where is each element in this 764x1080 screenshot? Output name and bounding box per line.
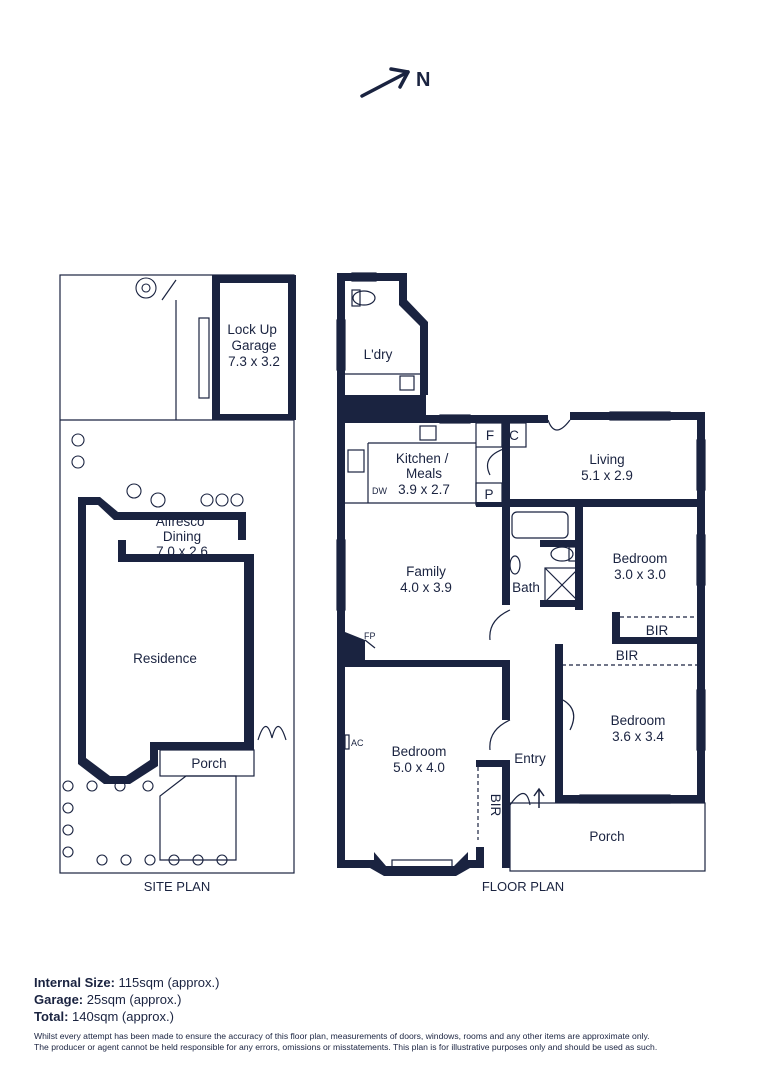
site-boundary [59, 274, 295, 874]
dishwasher-label: DW [372, 486, 387, 496]
bedroom-ne-size: 3.0 x 3.0 [614, 567, 666, 582]
bedroom-w-name: Bedroom [392, 744, 447, 759]
living-name: Living [589, 452, 624, 467]
alfresco-name: Alfresco Dining [156, 514, 209, 544]
shrub-icon [62, 433, 244, 866]
family-name: Family [406, 564, 446, 579]
pantry-label: P [484, 487, 493, 502]
fridge-label: F [486, 428, 494, 443]
garage-size: 7.3 x 3.2 [228, 354, 280, 369]
bir-w-label: BIR [488, 794, 503, 817]
bir-ne-label: BIR [646, 623, 669, 638]
residence-label: Residence [133, 651, 197, 666]
living-size: 5.1 x 2.9 [581, 468, 633, 483]
air-con-label: AC [351, 738, 364, 748]
family-size: 4.0 x 3.9 [400, 580, 452, 595]
entry-label: Entry [514, 751, 546, 766]
disclaimer: Whilst every attempt has been made to en… [34, 1031, 754, 1053]
tree-icon [135, 277, 157, 299]
summary-garage: Garage: 25sqm (approx.) [34, 992, 182, 1007]
summary-internal: Internal Size: 115sqm (approx.) [34, 975, 220, 990]
cupboard-label: C [509, 428, 519, 443]
bath-label: Bath [512, 580, 540, 595]
fireplace-label: FP [364, 631, 376, 641]
laundry-walls [337, 273, 426, 423]
garage-name: Lock Up Garage [227, 322, 280, 353]
bedroom-e-size: 3.6 x 3.4 [612, 729, 664, 744]
disclaimer-line: Whilst every attempt has been made to en… [34, 1031, 650, 1041]
bir-e-label: BIR [616, 648, 639, 663]
site-plan-caption: SITE PLAN [144, 879, 210, 894]
alfresco-size: 7.0 x 2.6 [156, 544, 208, 559]
summary-total: Total: 140sqm (approx.) [34, 1009, 174, 1024]
laundry-label: L'dry [364, 347, 393, 362]
north-label: N [416, 69, 430, 91]
site-porch-label: Porch [191, 756, 226, 771]
disclaimer-line: The producer or agent cannot be held res… [34, 1042, 658, 1052]
floor-plan-caption: FLOOR PLAN [482, 879, 564, 894]
kitchen-name: Kitchen / Meals [396, 451, 452, 481]
floor-plan: L'dry Kitchen / Meals 3.9 x 2.7 Living 5… [336, 272, 706, 894]
site-plan: Lock Up Garage 7.3 x 3.2 Alfresco Dining… [59, 274, 296, 894]
residence-walls [78, 497, 254, 784]
north-arrow-icon [360, 67, 410, 98]
plan-summary: Internal Size: 115sqm (approx.) Garage: … [34, 974, 754, 1053]
bedroom-ne-name: Bedroom [613, 551, 668, 566]
bedroom-w-size: 5.0 x 4.0 [393, 760, 445, 775]
front-porch-label: Porch [589, 829, 624, 844]
kitchen-size: 3.9 x 2.7 [398, 482, 450, 497]
bedroom-e-name: Bedroom [611, 713, 666, 728]
